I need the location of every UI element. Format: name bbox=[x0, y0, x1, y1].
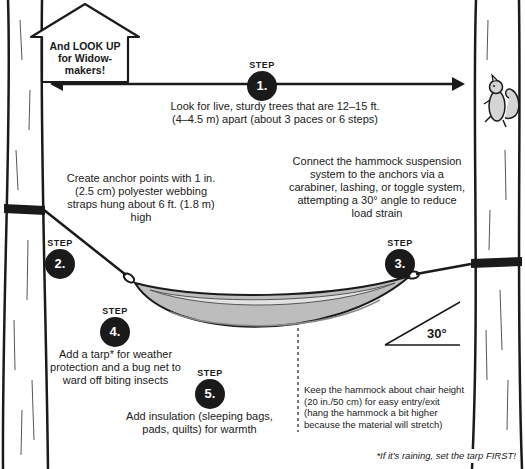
tree-edge bbox=[519, 0, 522, 469]
step-instruction: Look for live, sturdy trees that are 12–… bbox=[165, 100, 385, 126]
squirrel-ear bbox=[492, 75, 497, 81]
step-number: 5. bbox=[195, 379, 225, 409]
tree-edge bbox=[3, 0, 9, 469]
footnote: *If it's raining, set the tarp FIRST! bbox=[373, 449, 519, 463]
height-note-box: Keep the hammock about chair height (20 … bbox=[304, 384, 466, 430]
warning-arrow: And LOOK UP for Widow-makers! bbox=[30, 3, 140, 83]
webbing-strap bbox=[4, 204, 45, 215]
step-number: 1. bbox=[247, 71, 277, 101]
step-instruction-box: Create anchor points with 1 in. (2.5 cm)… bbox=[66, 172, 216, 224]
squirrel-tail bbox=[505, 89, 519, 118]
arrow-shape bbox=[31, 4, 139, 82]
step-circle: 1. bbox=[247, 71, 277, 101]
step-marker: STEP4. bbox=[93, 306, 137, 347]
step-instruction: Add a tarp* for weather protection and a… bbox=[48, 348, 183, 387]
step-marker: STEP2. bbox=[38, 238, 82, 279]
step-number: 4. bbox=[100, 317, 130, 347]
angle-label-box: 30° bbox=[427, 326, 461, 341]
bark-lines bbox=[14, 20, 34, 455]
hammock-body bbox=[135, 276, 410, 327]
step-label: STEP bbox=[240, 60, 284, 71]
webbing-strap bbox=[471, 257, 522, 268]
angle-wedge bbox=[385, 302, 460, 345]
height-note: Keep the hammock about chair height (20 … bbox=[304, 384, 466, 430]
arrowhead bbox=[452, 77, 465, 91]
step-circle: 2. bbox=[45, 249, 75, 279]
hammock-shading bbox=[170, 300, 380, 326]
step-instruction-box: Connect the hammock suspension system to… bbox=[288, 155, 466, 220]
step-number: 3. bbox=[385, 249, 415, 279]
warning-text: And LOOK UP for Widow-makers! bbox=[44, 40, 126, 76]
height-line bbox=[297, 328, 298, 432]
step-instruction-box: Add insulation (sleeping bags, pads, qui… bbox=[112, 410, 287, 436]
step-number: 2. bbox=[45, 249, 75, 279]
hammock-opening bbox=[150, 283, 395, 305]
step-label: STEP bbox=[38, 238, 82, 249]
step-label: STEP bbox=[93, 306, 137, 317]
squirrel-legs bbox=[484, 100, 506, 127]
tree-trunk bbox=[472, 0, 525, 469]
step-instruction: Connect the hammock suspension system to… bbox=[288, 155, 466, 220]
step-circle: 3. bbox=[385, 249, 415, 279]
footnote-box: *If it's raining, set the tarp FIRST! bbox=[373, 449, 519, 463]
tree-edge bbox=[472, 0, 476, 469]
step-label: STEP bbox=[188, 368, 232, 379]
step-marker: STEP3. bbox=[378, 238, 422, 279]
step-marker: STEP5. bbox=[188, 368, 232, 409]
step-marker: STEP1. bbox=[240, 60, 284, 101]
step-instruction-box: Look for live, sturdy trees that are 12–… bbox=[165, 100, 385, 126]
step-instruction: Create anchor points with 1 in. (2.5 cm)… bbox=[66, 172, 216, 224]
squirrel-head bbox=[490, 81, 503, 94]
bark-lines bbox=[486, 20, 508, 430]
step-instruction: Add insulation (sleeping bags, pads, qui… bbox=[112, 410, 287, 436]
step-label: STEP bbox=[378, 238, 422, 249]
step-circle: 4. bbox=[100, 317, 130, 347]
suspension-line bbox=[416, 264, 471, 274]
step-circle: 5. bbox=[195, 379, 225, 409]
angle-label: 30° bbox=[427, 326, 461, 341]
squirrel-eye bbox=[493, 85, 495, 87]
step-instruction-box: Add a tarp* for weather protection and a… bbox=[48, 348, 183, 387]
